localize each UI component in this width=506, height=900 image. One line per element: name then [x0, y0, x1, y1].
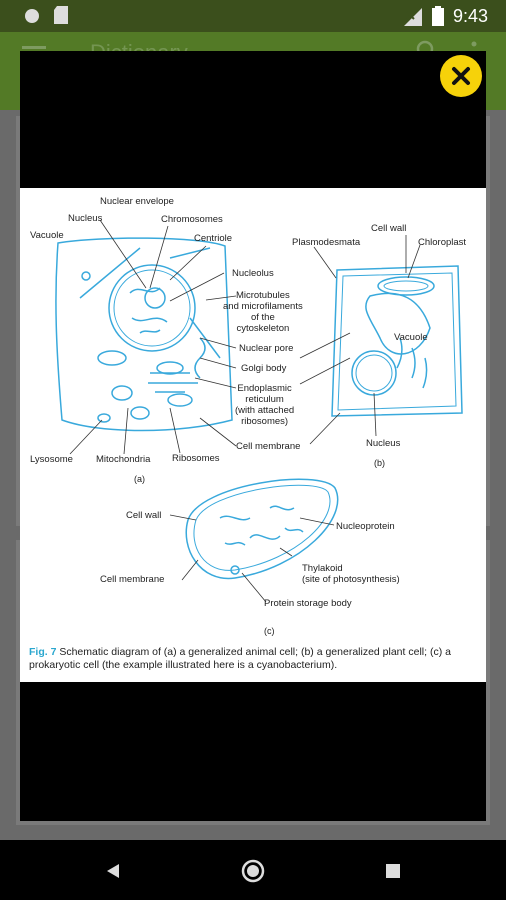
cell-diagram-drawing [55, 219, 463, 603]
status-bar: 9:43 [0, 0, 506, 32]
signal-icon [404, 8, 422, 26]
label-protein-storage: Protein storage body [264, 598, 352, 609]
label-cell-wall-prokaryote: Cell wall [126, 510, 162, 521]
navigation-bar [0, 840, 506, 900]
label-nuclear-pore: Nuclear pore [239, 343, 294, 354]
label-vacuole-animal: Vacuole [30, 230, 64, 241]
label-lysosome: Lysosome [30, 454, 73, 465]
close-button[interactable] [440, 55, 482, 97]
label-nuclear-envelope: Nuclear envelope [100, 196, 174, 207]
caption-text: Schematic diagram of (a) a generalized a… [29, 646, 451, 671]
label-mitochondria: Mitochondria [96, 454, 151, 465]
label-chloroplast: Chloroplast [418, 237, 467, 248]
back-button[interactable] [100, 858, 126, 884]
back-icon [107, 864, 119, 878]
label-thylakoid: Thylakoid (site of photosynthesis) [302, 563, 400, 585]
label-plasmodesmata: Plasmodesmata [292, 237, 361, 248]
label-microtubules: Microtubules and microfilaments of the c… [223, 290, 303, 334]
label-endoplasmic-reticulum: Endoplasmic reticulum (with attached rib… [235, 383, 295, 427]
battery-icon [432, 6, 444, 26]
figure-number: Fig. 7 [29, 646, 57, 658]
label-cell-membrane-animal: Cell membrane [236, 441, 301, 452]
sublabel-c: (c) [264, 626, 275, 636]
recents-button[interactable] [380, 858, 406, 884]
sublabel-b: (b) [374, 458, 385, 468]
label-nucleus-plant: Nucleus [366, 438, 401, 449]
label-vacuole-plant: Vacuole [394, 332, 428, 343]
recents-icon [386, 864, 400, 878]
status-time: 9:43 [452, 6, 488, 26]
figure-caption: Fig. 7 Schematic diagram of (a) a genera… [29, 646, 481, 672]
label-centriole: Centriole [194, 233, 233, 244]
label-nucleoprotein: Nucleoprotein [336, 521, 395, 532]
label-chromosomes: Chromosomes [161, 214, 223, 225]
label-golgi-body: Golgi body [241, 363, 287, 374]
label-ribosomes: Ribosomes [172, 453, 220, 464]
status-circle-icon [25, 9, 39, 23]
more-icon[interactable] [470, 40, 478, 62]
home-icon [241, 859, 265, 883]
close-icon [452, 67, 470, 85]
sublabel-a: (a) [134, 474, 145, 484]
label-cell-wall-plant: Cell wall [371, 223, 407, 234]
label-nucleolus: Nucleolus [232, 268, 274, 279]
label-nucleus: Nucleus [68, 213, 103, 224]
sd-card-icon [54, 6, 68, 24]
cell-diagram-figure: Nuclear envelope Nucleus Chromosomes Vac… [20, 188, 486, 682]
home-button[interactable] [240, 858, 266, 884]
label-cell-membrane-prokaryote: Cell membrane [100, 574, 165, 585]
